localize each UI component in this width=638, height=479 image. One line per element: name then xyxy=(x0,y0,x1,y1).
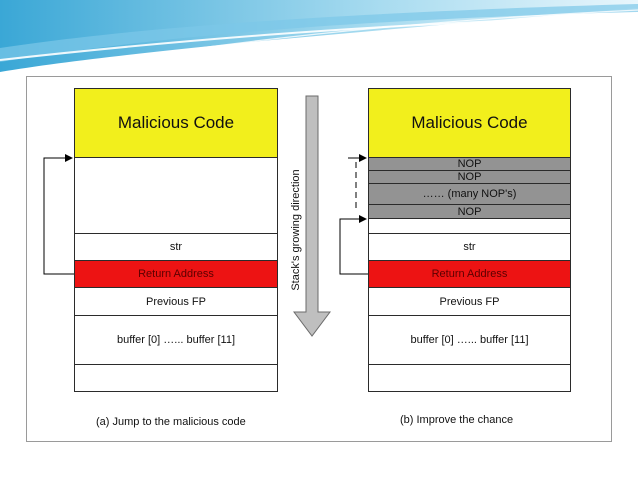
left-bottom-cell xyxy=(74,364,278,392)
right-nop-cell-2: NOP xyxy=(368,170,571,184)
left-empty-region xyxy=(74,157,278,234)
left-return-address-cell: Return Address xyxy=(74,260,278,288)
right-nop-cell-3: NOP xyxy=(368,204,571,219)
left-previous-fp-cell: Previous FP xyxy=(74,287,278,316)
right-empty-cell xyxy=(368,218,571,234)
direction-label: Stack's growing direction xyxy=(290,169,302,291)
left-malicious-code-block: Malicious Code xyxy=(74,88,278,158)
left-caption: (a) Jump to the malicious code xyxy=(96,416,246,428)
right-return-address-cell: Return Address xyxy=(368,260,571,288)
left-str-cell: str xyxy=(74,233,278,261)
right-bottom-cell xyxy=(368,364,571,392)
left-buffer-cell: buffer [0] …... buffer [11] xyxy=(74,315,278,365)
right-nop-cell-1: NOP xyxy=(368,157,571,171)
right-buffer-cell: buffer [0] …... buffer [11] xyxy=(368,315,571,365)
header-banner xyxy=(0,0,638,72)
right-str-cell: str xyxy=(368,233,571,261)
right-previous-fp-cell: Previous FP xyxy=(368,287,571,316)
right-malicious-code-block: Malicious Code xyxy=(368,88,571,158)
right-nop-many-cell: …… (many NOP's) xyxy=(368,183,571,205)
right-caption: (b) Improve the chance xyxy=(400,414,514,426)
